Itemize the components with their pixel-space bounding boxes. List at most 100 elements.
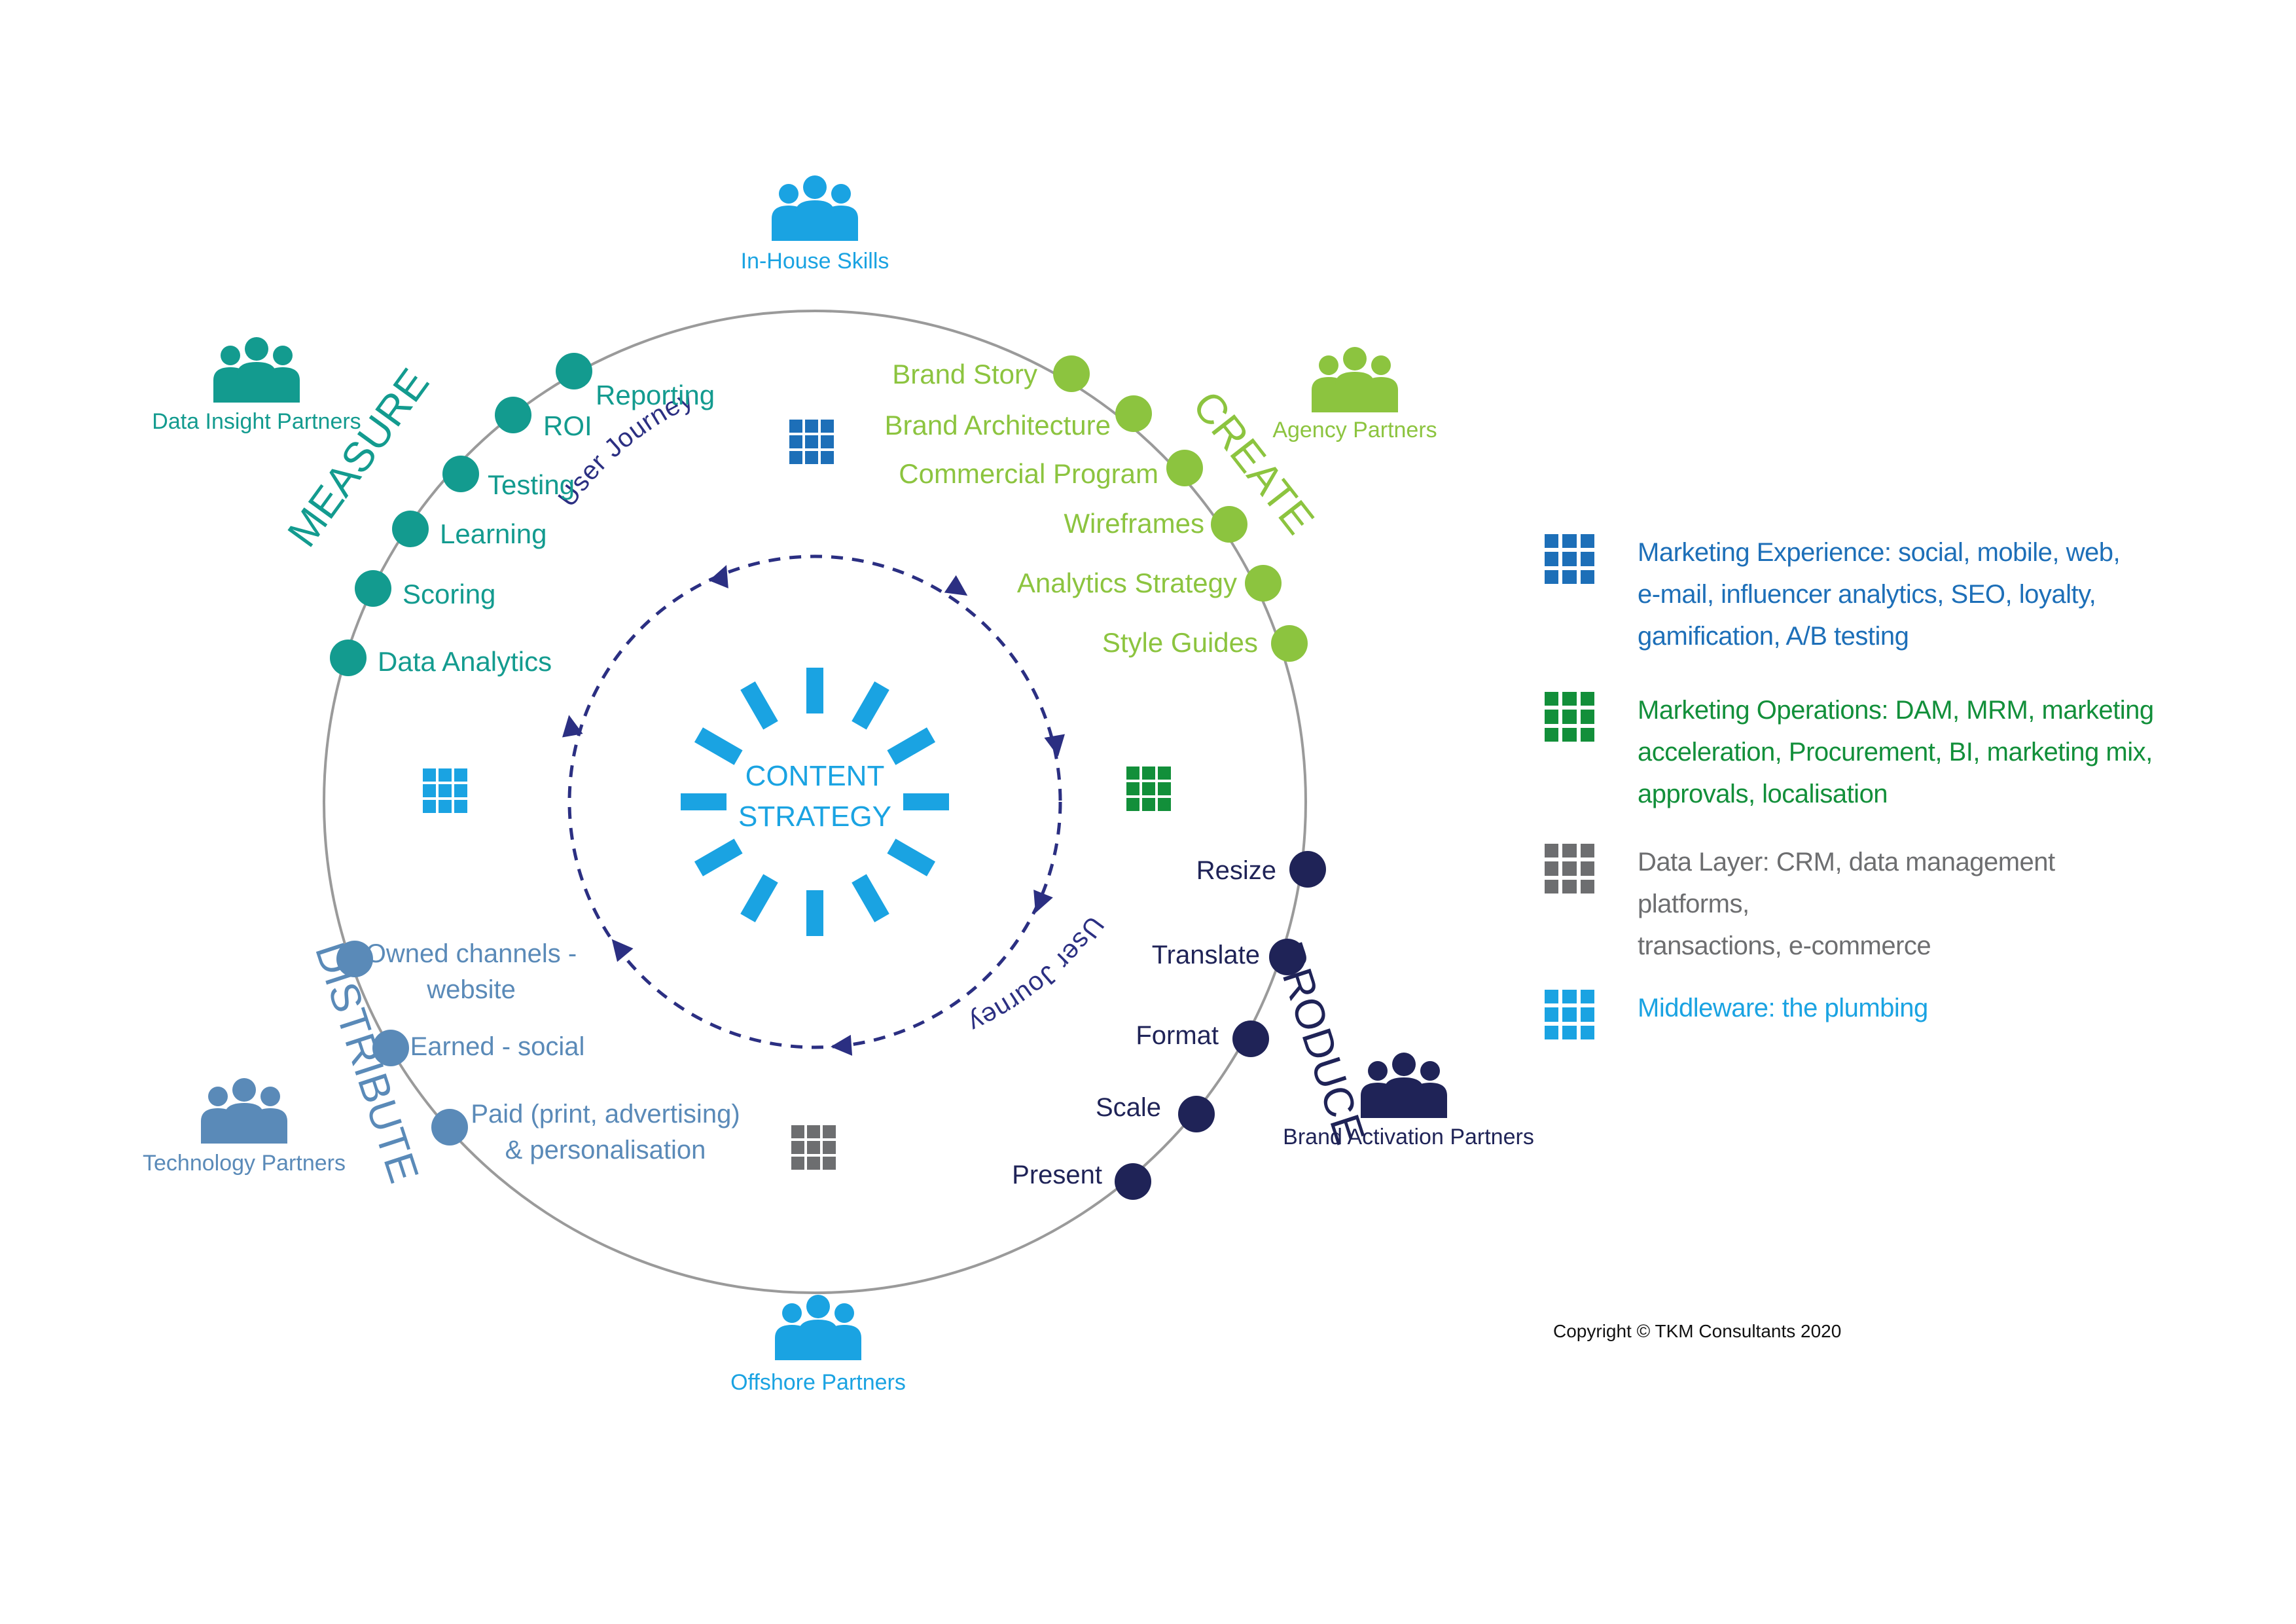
hub-ray (852, 874, 889, 923)
people-group-icon (1361, 1053, 1447, 1118)
item-format: Format (1136, 1021, 1219, 1050)
create-node (1271, 625, 1308, 662)
measure-segment: MEASURE Reporting ROI Testing Learning S… (278, 353, 715, 677)
partner-label: In-House Skills (741, 249, 889, 274)
journey-arrow (611, 939, 634, 962)
partner-brand-activation: Brand Activation Partners (1283, 1053, 1534, 1149)
partner-offshore: Offshore Partners (730, 1295, 906, 1395)
produce-node (1178, 1096, 1215, 1132)
item-earned: Earned - social (410, 1032, 585, 1061)
legend-experience: Marketing Experience: social, mobile, we… (1545, 532, 2161, 657)
create-segment: CREATE Brand Story Brand Architecture Co… (884, 355, 1323, 662)
journey-arrows (562, 565, 1065, 1056)
legend-operations: Marketing Operations: DAM, MRM, marketin… (1545, 689, 2161, 815)
hub-ray (806, 668, 823, 713)
journey-arrow (1044, 734, 1065, 757)
hub-ray (740, 874, 778, 923)
user-journey-label-bottom: User Journey (964, 911, 1109, 1038)
item-style-guides: Style Guides (1102, 627, 1258, 658)
produce-node (1232, 1020, 1269, 1057)
hub-ray (903, 793, 949, 810)
outer-ring (323, 310, 1307, 1294)
hub-ray (740, 681, 778, 730)
center-title-line2: STRATEGY (738, 801, 891, 833)
partner-data-insight: Data Insight Partners (152, 337, 361, 434)
partner-technology: Technology Partners (143, 1078, 346, 1176)
partner-in-house: In-House Skills (741, 175, 889, 274)
partner-label: Offshore Partners (730, 1370, 906, 1395)
produce-node (1289, 851, 1326, 888)
legend-text: Marketing Experience: social, mobile, we… (1638, 538, 2121, 651)
hub-ray (887, 727, 936, 765)
measure-node (330, 640, 367, 676)
grid-nine-icon (423, 768, 467, 813)
hub-ray (681, 793, 726, 810)
people-group-icon (201, 1078, 287, 1144)
create-node (1115, 395, 1152, 432)
item-scale: Scale (1096, 1093, 1161, 1122)
item-paid-line2: & personalisation (505, 1136, 706, 1164)
item-wireframes: Wireframes (1064, 508, 1204, 539)
partner-label: Data Insight Partners (152, 409, 361, 434)
people-group-icon (213, 337, 300, 403)
partner-label: Brand Activation Partners (1283, 1125, 1534, 1149)
create-node (1053, 355, 1090, 392)
item-brand-story: Brand Story (892, 359, 1037, 389)
distribute-node (372, 1030, 409, 1066)
distribute-node (336, 941, 373, 977)
create-node (1211, 506, 1247, 543)
journey-arrow (562, 715, 583, 738)
produce-node (1115, 1163, 1151, 1200)
people-group-icon (1312, 347, 1398, 412)
measure-node (392, 511, 429, 547)
measure-node (355, 570, 391, 607)
legend-text: Middleware: the plumbing (1638, 994, 1928, 1022)
item-reporting: Reporting (596, 380, 715, 410)
measure-node (556, 353, 592, 389)
item-owned-line2: website (426, 975, 516, 1004)
grid-nine-icon (1126, 767, 1171, 811)
grid-nine-icon (1545, 844, 1594, 893)
item-testing: Testing (488, 469, 575, 500)
item-owned-line1: Owned channels - (366, 939, 577, 968)
produce-node (1269, 939, 1306, 975)
journey-arrow (831, 1034, 853, 1056)
item-roi: ROI (543, 410, 592, 441)
grid-nine-icon (789, 420, 834, 464)
legend-text: Marketing Operations: DAM, MRM, marketin… (1638, 696, 2154, 808)
hub-ray (694, 727, 743, 765)
measure-node (442, 456, 479, 492)
hub-ray (852, 681, 889, 730)
grid-nine-icon (1545, 990, 1594, 1039)
measure-node (495, 397, 531, 433)
center-title-line1: CONTENT (745, 760, 885, 792)
grid-nine-icon (1545, 534, 1594, 584)
item-analytics-strategy: Analytics Strategy (1017, 568, 1237, 598)
item-resize: Resize (1196, 856, 1276, 885)
partner-label: Agency Partners (1272, 418, 1437, 442)
hub-ray (806, 890, 823, 936)
item-data-analytics: Data Analytics (378, 646, 552, 677)
journey-arrow (709, 565, 728, 588)
hub-ray (694, 839, 743, 876)
distribute-node (431, 1109, 468, 1146)
content-strategy-hub (681, 668, 949, 936)
partner-label: Technology Partners (143, 1151, 346, 1176)
people-group-icon (772, 175, 858, 241)
legend-data-layer: Data Layer: CRM, data management platfor… (1545, 841, 2161, 967)
item-commercial-program: Commercial Program (899, 458, 1158, 489)
user-journey-ring (567, 554, 1062, 1049)
distribute-segment: DISTRIBUTE Owned channels - website Earn… (306, 937, 740, 1188)
item-brand-architecture: Brand Architecture (884, 410, 1111, 441)
copyright: Copyright © TKM Consultants 2020 (1553, 1321, 1842, 1341)
partner-agency: Agency Partners (1272, 347, 1437, 442)
create-node (1245, 565, 1282, 602)
create-node (1166, 450, 1203, 486)
journey-arrow (944, 575, 968, 596)
hub-ray (887, 839, 936, 876)
phase-label-create: CREATE (1184, 382, 1324, 543)
legend-text: Data Layer: CRM, data management platfor… (1638, 848, 2055, 960)
legend-middleware: Middleware: the plumbing (1545, 987, 2161, 1039)
item-learning: Learning (440, 518, 547, 549)
